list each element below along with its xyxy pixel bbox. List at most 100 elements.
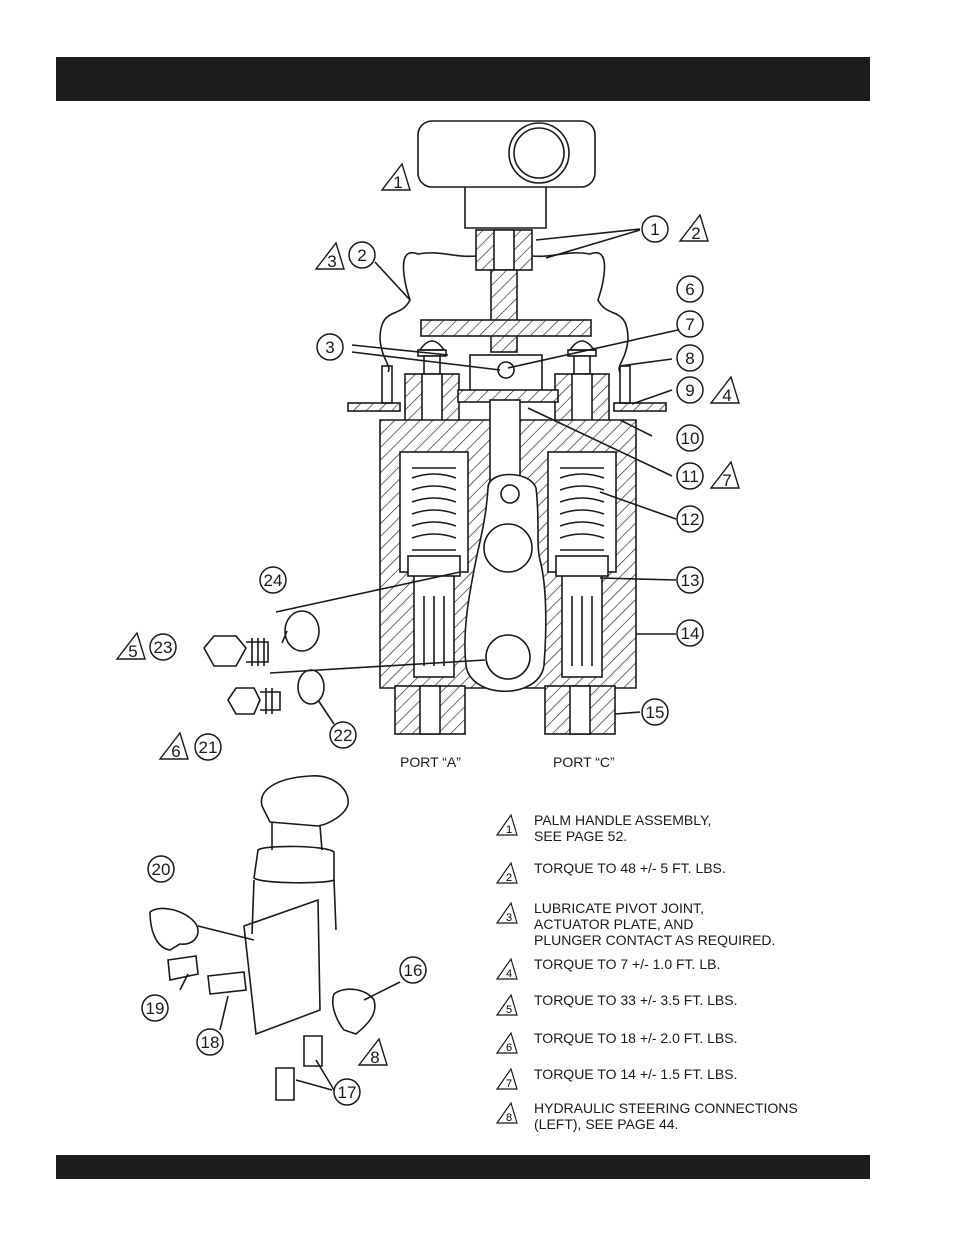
note-text: TORQUE TO 48 +/- 5 FT. LBS. <box>534 860 726 876</box>
cam-lever <box>464 473 547 693</box>
callout-1: 1 <box>641 215 669 243</box>
note-triangle-icon: 1 <box>496 814 518 836</box>
svg-text:17: 17 <box>338 1083 357 1102</box>
svg-text:21: 21 <box>199 738 218 757</box>
svg-text:6: 6 <box>506 1042 512 1054</box>
svg-text:19: 19 <box>146 999 165 1018</box>
triangle-8-icon: 8 <box>357 1037 388 1067</box>
svg-text:6: 6 <box>171 742 180 761</box>
retainer-left <box>407 555 461 577</box>
note-text: TORQUE TO 7 +/- 1.0 FT. LB. <box>534 956 721 972</box>
triangle-2-icon: 2 <box>678 213 709 243</box>
svg-text:10: 10 <box>681 429 700 448</box>
svg-text:8: 8 <box>685 349 694 368</box>
port-a-label: PORT “A” <box>400 754 461 770</box>
callout-3: 3 <box>316 333 344 361</box>
note-triangle-icon: 3 <box>496 902 518 924</box>
svg-text:16: 16 <box>404 961 423 980</box>
mount-plate-right <box>613 402 667 412</box>
note-triangle-icon: 5 <box>496 994 518 1016</box>
note-text: TORQUE TO 18 +/- 2.0 FT. LBS. <box>534 1030 738 1046</box>
svg-text:6: 6 <box>685 280 694 299</box>
plug-21 <box>227 687 281 715</box>
svg-text:24: 24 <box>264 571 283 590</box>
callout-13: 13 <box>676 566 704 594</box>
footer-bar <box>56 1155 870 1179</box>
callout-10: 10 <box>676 424 704 452</box>
svg-text:1: 1 <box>506 824 512 836</box>
callout-6: 6 <box>676 275 704 303</box>
header-bar <box>56 57 870 101</box>
svg-text:11: 11 <box>681 467 699 486</box>
triangle-3-icon: 3 <box>314 241 345 271</box>
note-text: TORQUE TO 14 +/- 1.5 FT. LBS. <box>534 1066 738 1082</box>
callout-20: 20 <box>147 855 175 883</box>
svg-text:7: 7 <box>506 1078 512 1090</box>
callout-9: 9 <box>676 376 704 404</box>
svg-text:9: 9 <box>685 381 694 400</box>
svg-text:3: 3 <box>506 912 512 924</box>
stem-coupler <box>475 229 533 353</box>
note-triangle-icon: 4 <box>496 958 518 980</box>
callout-7: 7 <box>676 310 704 338</box>
callout-18: 18 <box>196 1028 224 1056</box>
svg-text:4: 4 <box>506 968 512 980</box>
svg-text:3: 3 <box>327 252 336 271</box>
callout-12: 12 <box>676 505 704 533</box>
note-triangle-icon: 2 <box>496 862 518 884</box>
callout-16: 16 <box>399 956 427 984</box>
callout-23: 23 <box>149 633 177 661</box>
svg-text:1: 1 <box>650 220 659 239</box>
note-triangle-icon: 8 <box>496 1102 518 1124</box>
callout-2: 2 <box>348 241 376 269</box>
svg-text:4: 4 <box>722 386 731 405</box>
svg-text:13: 13 <box>681 571 700 590</box>
note-triangle-icon: 7 <box>496 1068 518 1090</box>
svg-text:22: 22 <box>334 726 353 745</box>
note-text: LUBRICATE PIVOT JOINT, ACTUATOR PLATE, A… <box>534 900 776 948</box>
note-text: HYDRAULIC STEERING CONNECTIONS (LEFT), S… <box>534 1100 798 1132</box>
svg-text:20: 20 <box>152 860 171 879</box>
oring-24 <box>284 610 320 652</box>
plug-23 <box>203 635 269 667</box>
spring-right <box>559 467 605 551</box>
svg-text:1: 1 <box>393 173 402 192</box>
triangle-5-icon: 5 <box>115 631 146 661</box>
callout-21: 21 <box>194 733 222 761</box>
svg-text:18: 18 <box>201 1033 220 1052</box>
actuator-plate <box>420 319 592 337</box>
callout-19: 19 <box>141 994 169 1022</box>
mount-view <box>149 775 401 1101</box>
svg-text:5: 5 <box>128 642 137 661</box>
retainer-right <box>555 555 609 577</box>
callout-11: 11 <box>676 462 704 490</box>
callout-8: 8 <box>676 344 704 372</box>
oring-22 <box>297 669 325 705</box>
triangle-6-icon: 6 <box>158 731 189 761</box>
svg-text:8: 8 <box>506 1112 512 1124</box>
callout-17: 17 <box>333 1078 361 1106</box>
svg-text:12: 12 <box>681 510 700 529</box>
svg-text:7: 7 <box>722 471 731 490</box>
note-text: TORQUE TO 33 +/- 3.5 FT. LBS. <box>534 992 738 1008</box>
svg-text:14: 14 <box>681 624 700 643</box>
mount-plate-left <box>347 402 401 412</box>
svg-text:5: 5 <box>506 1004 512 1016</box>
svg-text:7: 7 <box>685 315 694 334</box>
triangle-7-icon: 7 <box>709 460 740 490</box>
callout-14: 14 <box>676 619 704 647</box>
svg-text:2: 2 <box>357 246 366 265</box>
spring-left <box>411 467 457 551</box>
note-triangle-icon: 6 <box>496 1032 518 1054</box>
triangle-4-icon: 4 <box>709 375 740 405</box>
callout-15: 15 <box>641 698 669 726</box>
svg-text:23: 23 <box>154 638 173 657</box>
svg-text:2: 2 <box>506 872 512 884</box>
note-text: PALM HANDLE ASSEMBLY, SEE PAGE 52. <box>534 812 712 844</box>
svg-text:3: 3 <box>325 338 334 357</box>
callout-24: 24 <box>259 566 287 594</box>
callout-22: 22 <box>329 721 357 749</box>
